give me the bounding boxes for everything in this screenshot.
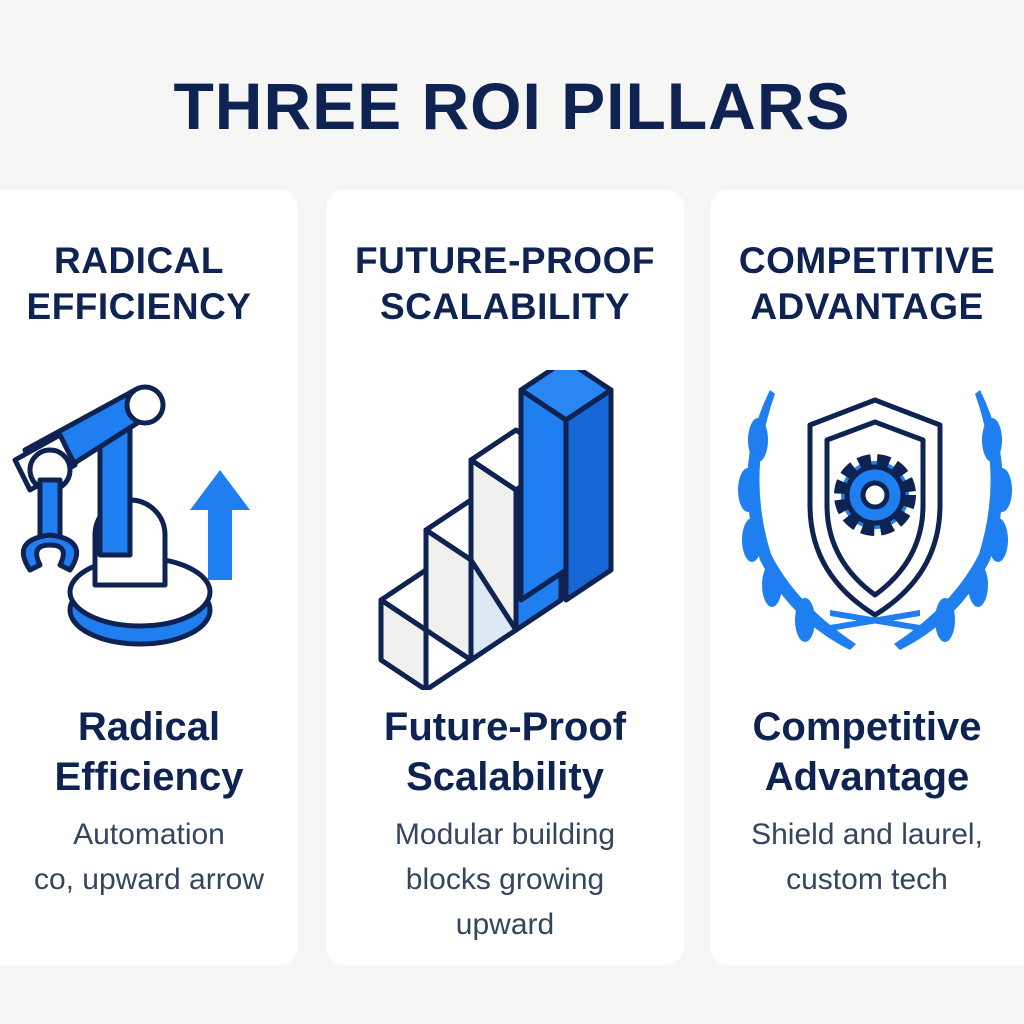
page-title: THREE ROI PILLARS — [173, 69, 851, 143]
pillar-card-scalability: FUTURE-PROOF SCALABILITY Future-Proof Sc… — [326, 190, 684, 965]
pillar-caption: FUTURE-PROOF SCALABILITY — [355, 240, 655, 327]
pillar-description: Modular building blocks growing upward — [394, 818, 616, 941]
pillar-caption: RADICAL EFFICIENCY — [26, 240, 252, 327]
robot-arm-icon — [12, 384, 250, 647]
pillar-caption: COMPETITIVE ADVANTAGE — [738, 240, 996, 327]
pillar-description: Automation co, upward arrow — [33, 818, 265, 896]
pillar-description: Shield and laurel, custom tech — [751, 818, 983, 896]
pillar-card-advantage: COMPETITIVE ADVANTAGE Competitive Advant… — [710, 190, 1024, 965]
pillar-card-efficiency: RADICAL EFFICIENCY Radical Efficiency Au… — [0, 190, 298, 965]
pillar-name: Competitive Advantage — [752, 705, 982, 799]
building-blocks-icon — [378, 370, 614, 690]
pillar-name: Future-Proof Scalability — [383, 705, 627, 799]
pillar-name: Radical Efficiency — [54, 705, 244, 799]
shield-laurel-icon — [738, 390, 1012, 650]
